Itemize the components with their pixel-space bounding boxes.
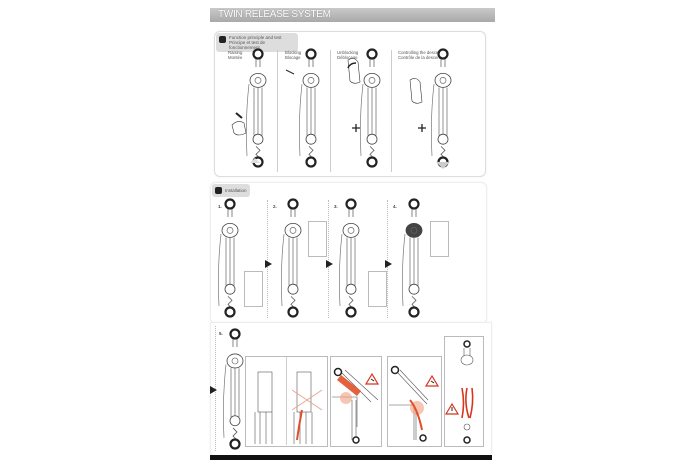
divider: [267, 200, 268, 318]
detail-inset: [308, 221, 327, 257]
hoist-blocking-illustration: [298, 48, 320, 168]
title-bar: TWIN RELEASE SYSTEM: [210, 8, 495, 22]
section-icon: [219, 36, 226, 43]
next-arrow-icon: [265, 260, 272, 268]
step-number: 4.: [393, 204, 397, 209]
warning-triangle-icon: [424, 374, 440, 387]
hoist-unblocking-illustration: [359, 48, 381, 168]
section-title: Installation: [225, 188, 247, 193]
next-arrow-icon: [210, 386, 217, 394]
warning-triangle-icon: [444, 402, 460, 415]
install-step1-illustration: [217, 198, 239, 318]
installation-header: Installation: [212, 184, 250, 197]
install-step3-illustration: [338, 198, 360, 318]
next-arrow-icon: [385, 260, 392, 268]
step-number: 1.: [218, 204, 222, 209]
divider: [391, 50, 392, 172]
section-title-fr: Principe et test de fonctionnement: [229, 40, 266, 50]
step-number: 5.: [219, 331, 223, 336]
warning-triangle-icon: [364, 372, 380, 385]
detail-inset: [244, 271, 263, 307]
function-principle-header: Function principle and test Principe et …: [216, 33, 298, 52]
step5-hoist-illustration: [222, 328, 244, 450]
install-step4-illustration: [401, 198, 423, 318]
divider: [328, 200, 329, 318]
page-title: TWIN RELEASE SYSTEM: [218, 9, 331, 20]
divider: [330, 50, 331, 172]
detail-inset: [430, 221, 449, 257]
detail-inset: [368, 271, 387, 307]
divider: [387, 200, 388, 318]
divider: [286, 357, 287, 445]
footer-bar: [210, 455, 492, 460]
section-icon: [215, 187, 222, 194]
next-arrow-icon: [326, 260, 333, 268]
divider: [277, 50, 278, 172]
step-number: 2.: [273, 204, 277, 209]
section-title-en: Function principle and test: [229, 35, 282, 40]
step-number: 3.: [334, 204, 338, 209]
install-step2-illustration: [280, 198, 302, 318]
